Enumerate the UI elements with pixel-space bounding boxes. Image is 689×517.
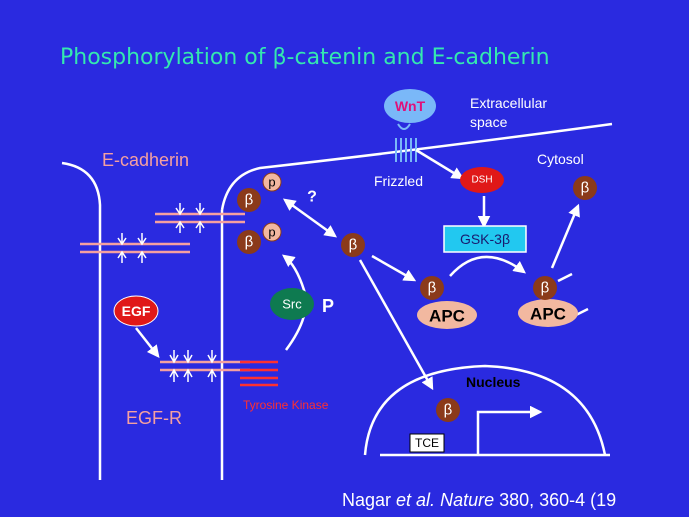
arrow-gsk-curve bbox=[449, 255, 526, 277]
arrow-to-cytosol bbox=[550, 203, 580, 269]
e-cadherin-strands bbox=[80, 212, 245, 254]
beta-catenin-1: β bbox=[237, 188, 261, 212]
right-cell-membrane bbox=[220, 122, 613, 211]
citation: Nagar et al. Nature 380, 360-4 (19 bbox=[342, 490, 616, 510]
dsh-ellipse bbox=[460, 167, 504, 193]
cytosol-label: Cytosol bbox=[537, 151, 584, 167]
beta-catenin-4: β bbox=[420, 276, 444, 300]
src-p-mark: P bbox=[322, 296, 334, 316]
svg-text:β: β bbox=[245, 234, 254, 251]
gsk3b-label: GSK-3β bbox=[460, 231, 510, 247]
egf-r-strands bbox=[160, 360, 250, 372]
src-ellipse bbox=[270, 288, 314, 320]
svg-text:β: β bbox=[349, 237, 358, 254]
egf-r-receptors bbox=[169, 350, 217, 382]
transcription-arrow bbox=[476, 405, 543, 455]
e-cadherin-label: E-cadherin bbox=[102, 150, 189, 170]
dsh-label: DSH bbox=[471, 175, 492, 186]
beta-catenin-nucleus: β bbox=[436, 398, 460, 422]
egf-r-label: EGF-R bbox=[126, 408, 182, 428]
tyrosine-kinase-label: Tyrosine Kinase bbox=[243, 398, 329, 412]
pathway-arrows bbox=[135, 148, 589, 391]
slide-title: Phosphorylation of β-catenin and E-cadhe… bbox=[60, 45, 550, 70]
tce-box bbox=[409, 433, 445, 453]
beta-catenin-6: β bbox=[573, 176, 597, 200]
wnt-ellipse bbox=[384, 89, 436, 123]
extracellular-label-2: space bbox=[470, 114, 508, 130]
frizzled-label: Frizzled bbox=[374, 173, 423, 189]
arrow-beta-exchange bbox=[282, 198, 338, 238]
beta-catenin-5: β bbox=[533, 276, 557, 300]
svg-text:p: p bbox=[268, 175, 275, 190]
nucleus-label: Nucleus bbox=[466, 374, 521, 390]
dash-1 bbox=[557, 272, 573, 283]
svg-text:β: β bbox=[245, 192, 254, 209]
tce-label: TCE bbox=[415, 436, 439, 450]
arrow-to-apc bbox=[371, 254, 417, 282]
nucleus-envelope bbox=[363, 364, 607, 456]
arrow-frizzled-dsh bbox=[415, 148, 465, 180]
src-label: Src bbox=[282, 297, 302, 312]
egf-label: EGF bbox=[122, 303, 151, 319]
svg-text:p: p bbox=[268, 225, 275, 240]
question-mark: ? bbox=[307, 189, 317, 206]
svg-text:β: β bbox=[444, 402, 453, 419]
left-cell-membrane bbox=[61, 161, 102, 480]
phospho-p-1: p bbox=[262, 172, 282, 192]
frizzled-receptor bbox=[395, 123, 417, 162]
apc-ellipse-2 bbox=[518, 299, 578, 327]
arrow-src-curve bbox=[282, 254, 308, 351]
e-cadherin-receptors bbox=[117, 203, 205, 263]
wnt-label: WnT bbox=[395, 98, 426, 114]
tyrosine-kinase-strands bbox=[240, 360, 278, 387]
apc-label-1: APC bbox=[429, 307, 465, 326]
apc-ellipse-1 bbox=[417, 301, 477, 329]
apc-label-2: APC bbox=[530, 305, 566, 324]
svg-text:β: β bbox=[541, 280, 550, 297]
svg-text:β: β bbox=[581, 180, 590, 197]
svg-text:β: β bbox=[428, 280, 437, 297]
beta-catenin-2: β bbox=[237, 230, 261, 254]
phospho-p-2: p bbox=[262, 222, 282, 242]
arrow-egf bbox=[135, 327, 160, 358]
gsk3b-box bbox=[443, 225, 527, 253]
arrow-to-nucleus bbox=[358, 259, 434, 391]
egf-ellipse bbox=[113, 295, 159, 327]
beta-catenin-3: β bbox=[341, 233, 365, 257]
extracellular-label-1: Extracellular bbox=[470, 95, 547, 111]
